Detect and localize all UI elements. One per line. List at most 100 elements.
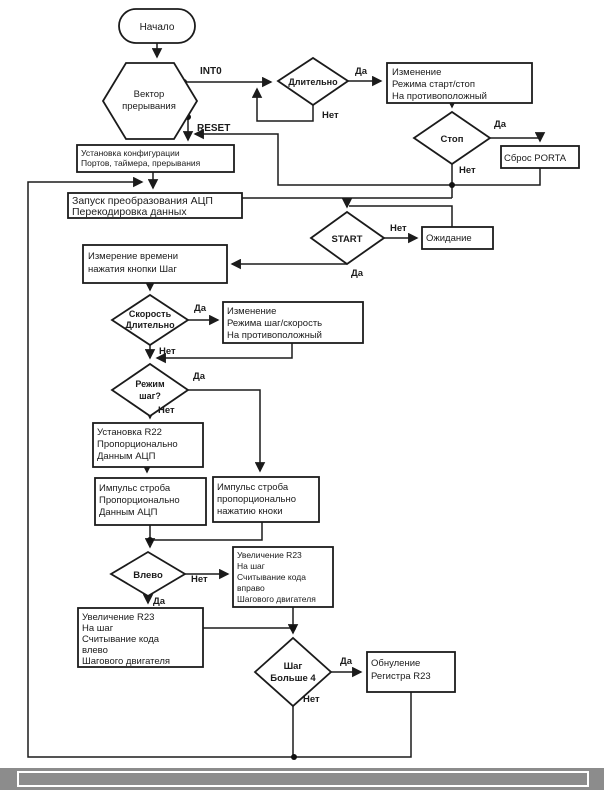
process-shape: [232, 546, 334, 608]
node-increment-left: Увеличение R23 На шаг Считывание кода вл…: [77, 607, 204, 668]
edge-label-yes: Да: [355, 66, 368, 77]
node-strobe-button-line1: Импульс строба: [217, 482, 289, 493]
edge-label-no: Нет: [303, 694, 320, 705]
node-start: Начало: [118, 8, 196, 44]
node-incr-right-line2: На шаг: [237, 561, 265, 571]
connector: [251, 87, 314, 122]
bottom-bar-background: [0, 768, 604, 790]
node-wait: Ожидание: [421, 226, 494, 250]
node-change-startstop: Изменение Режима старт/стоп На противопо…: [386, 62, 533, 104]
node-wait-label: Ожидание: [426, 233, 472, 244]
process-shape: [94, 477, 207, 526]
edge-label-no: Нет: [322, 110, 339, 121]
node-step-gt4-line2: Больше 4: [270, 673, 316, 684]
node-reset-porta-label: Сброс PORTA: [504, 153, 567, 164]
edge-label-no: Нет: [191, 574, 208, 585]
node-increment-right: Увеличение R23 На шаг Считывание кода вп…: [232, 546, 334, 608]
node-measure: Измерение времени нажатия кнопки Шаг: [82, 244, 228, 284]
connector: [155, 343, 293, 364]
node-strobe-adc-line1: Импульс строба: [99, 483, 171, 494]
node-change-speed-line1: Изменение: [227, 306, 276, 317]
node-strobe-adc-line3: Данным АЦП: [99, 507, 158, 518]
process-shape: [77, 607, 204, 668]
node-incr-right-line3: Считывание кода: [237, 572, 306, 582]
node-set-r22: Установка R22 Пропорционально Данным АЦП: [92, 422, 204, 468]
junction-dot: [290, 625, 296, 631]
decision-shape: [253, 636, 333, 708]
node-measure-line2: нажатия кнопки Шаг: [88, 264, 177, 275]
node-vector-line1: Вектор: [134, 89, 165, 100]
node-incr-left-line1: Увеличение R23: [82, 612, 154, 623]
node-change-speed-line3: На противоположный: [227, 330, 322, 341]
node-step-gt4-line1: Шаг: [284, 661, 303, 672]
node-longpress-label: Длительно: [288, 77, 338, 87]
node-start-check-decision: START: [309, 210, 386, 266]
node-step-mode-line2: шаг?: [139, 391, 161, 401]
edge-label-yes: Да: [351, 268, 364, 279]
process-shape: [386, 62, 533, 104]
node-incr-left-line2: На шаг: [82, 623, 114, 634]
connector: [188, 389, 266, 473]
node-config-line1: Установка конфигурации: [81, 148, 180, 158]
node-change-startstop-line2: Режима старт/стоп: [392, 79, 475, 90]
bottom-bar: [0, 768, 604, 790]
decision-shape: [309, 210, 386, 266]
junction-dot: [449, 182, 455, 188]
node-stop-decision: Стоп: [412, 110, 492, 166]
process-shape: [92, 422, 204, 468]
node-left-decision: Влево: [109, 550, 187, 598]
junction-dot: [147, 537, 153, 543]
edge-label-no: Нет: [459, 165, 476, 176]
node-step-gt4-decision: Шаг Больше 4: [253, 636, 333, 708]
node-config: Установка конфигурации Портов, таймера, …: [76, 144, 235, 173]
node-incr-left-line4: влево: [82, 645, 108, 656]
node-set-r22-line3: Данным АЦП: [97, 451, 156, 462]
node-speed-long-decision: Скорость Длительно: [110, 293, 190, 347]
node-speed-long-line1: Скорость: [129, 309, 172, 319]
node-step-mode-line1: Режим: [135, 379, 165, 389]
edge-label-yes: Да: [153, 596, 166, 607]
connector: [193, 128, 541, 186]
node-incr-right-line1: Увеличение R23: [237, 550, 302, 560]
connectors: [27, 43, 546, 758]
node-vector-line2: прерывания: [122, 101, 176, 112]
node-adc-line2: Перекодировка данных: [72, 206, 187, 218]
decision-shape: [276, 56, 350, 107]
edge-label-no: Нет: [390, 223, 407, 234]
node-adc-line1: Запуск преобразования АЦП: [72, 195, 213, 207]
hexagon-shape: [101, 62, 199, 140]
node-change-speed-line2: Режима шаг/скорость: [227, 318, 322, 329]
process-shape: [212, 476, 320, 523]
process-shape: [76, 144, 235, 173]
decision-shape: [109, 550, 187, 598]
node-change-speed: Изменение Режима шаг/скорость На противо…: [222, 301, 364, 344]
node-strobe-button-line2: пропорционально: [217, 494, 296, 505]
connector: [490, 132, 546, 143]
process-shape: [222, 301, 364, 344]
node-measure-line1: Измерение времени: [88, 251, 178, 262]
node-step-mode-decision: Режим шаг?: [110, 362, 190, 418]
process-shape: [500, 145, 580, 169]
node-zero-r23-line1: Обнуление: [371, 658, 420, 669]
connector: [27, 176, 412, 758]
node-zero-r23-line2: Регистра R23: [371, 671, 431, 682]
node-set-r22-line2: Пропорционально: [97, 439, 178, 450]
node-adc: Запуск преобразования АЦП Перекодировка …: [67, 192, 243, 219]
edge-label-yes: Да: [194, 303, 207, 314]
node-reset-porta: Сброс PORTA: [500, 145, 580, 169]
node-strobe-button-line3: нажатию кноки: [217, 506, 283, 517]
decision-shape: [110, 362, 190, 418]
junction-dot: [291, 754, 297, 760]
node-start-check-label: START: [332, 234, 363, 245]
edge-label-reset: RESET: [197, 123, 230, 134]
node-config-line2: Портов, таймера, прерывания: [81, 158, 201, 168]
node-start-label: Начало: [140, 22, 175, 33]
node-change-startstop-line1: Изменение: [392, 67, 441, 78]
connector: [349, 205, 453, 227]
process-shape: [421, 226, 494, 250]
edge-label-int0: INT0: [200, 66, 222, 77]
node-change-startstop-line3: На противоположный: [392, 91, 487, 102]
horizontal-scrollbar-track[interactable]: [17, 771, 589, 787]
